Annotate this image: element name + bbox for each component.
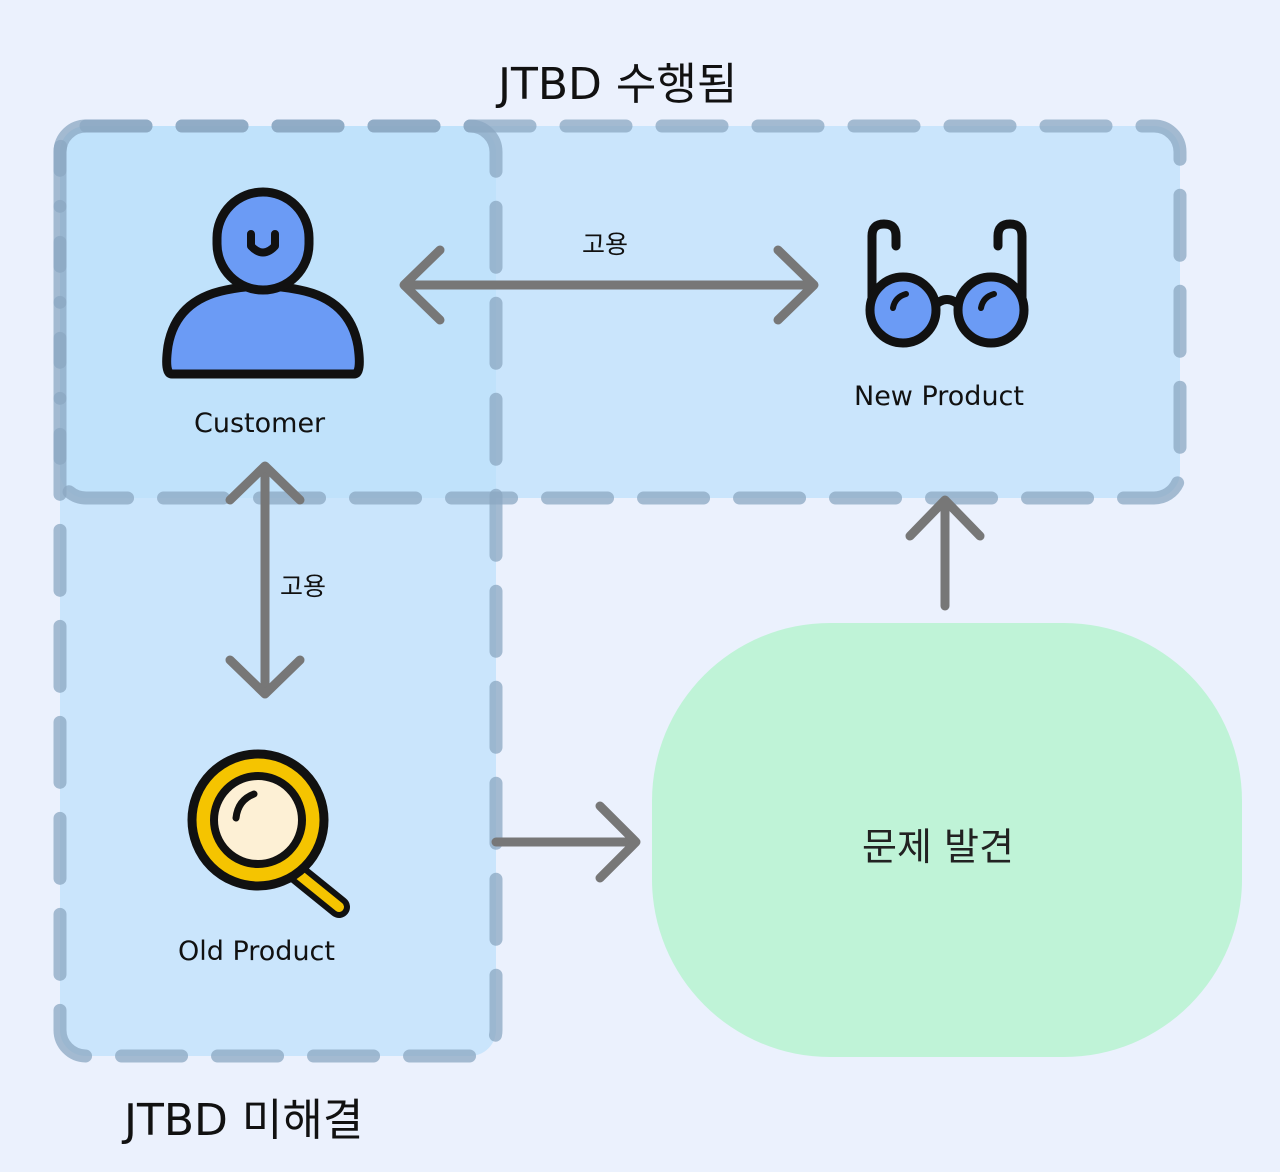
jtbd-unresolved-region-border <box>53 119 503 1063</box>
jtbd-unresolved-title: JTBD 미해결 <box>124 1095 364 1146</box>
arrow-problem-new-product <box>905 495 985 611</box>
arrow-old-product-problem <box>491 801 641 883</box>
hire-label-horizontal: 고용 <box>582 230 629 259</box>
glasses-icon <box>865 219 1029 348</box>
magnifier-icon <box>187 749 350 918</box>
new-product-label: New Product <box>854 381 1024 412</box>
old-product-label: Old Product <box>178 936 335 967</box>
problem-discovered-node <box>652 623 1242 1057</box>
hire-label-vertical: 고용 <box>280 572 327 601</box>
arrow-customer-old-product <box>225 461 305 699</box>
jtbd-done-title: JTBD 수행됨 <box>498 59 738 110</box>
jtbd-done-region-border <box>53 119 1187 505</box>
arrow-customer-new-product <box>399 245 819 325</box>
customer-label: Customer <box>194 408 326 439</box>
problem-discovered-label: 문제 발견 <box>862 825 1014 869</box>
customer-icon <box>162 187 364 379</box>
